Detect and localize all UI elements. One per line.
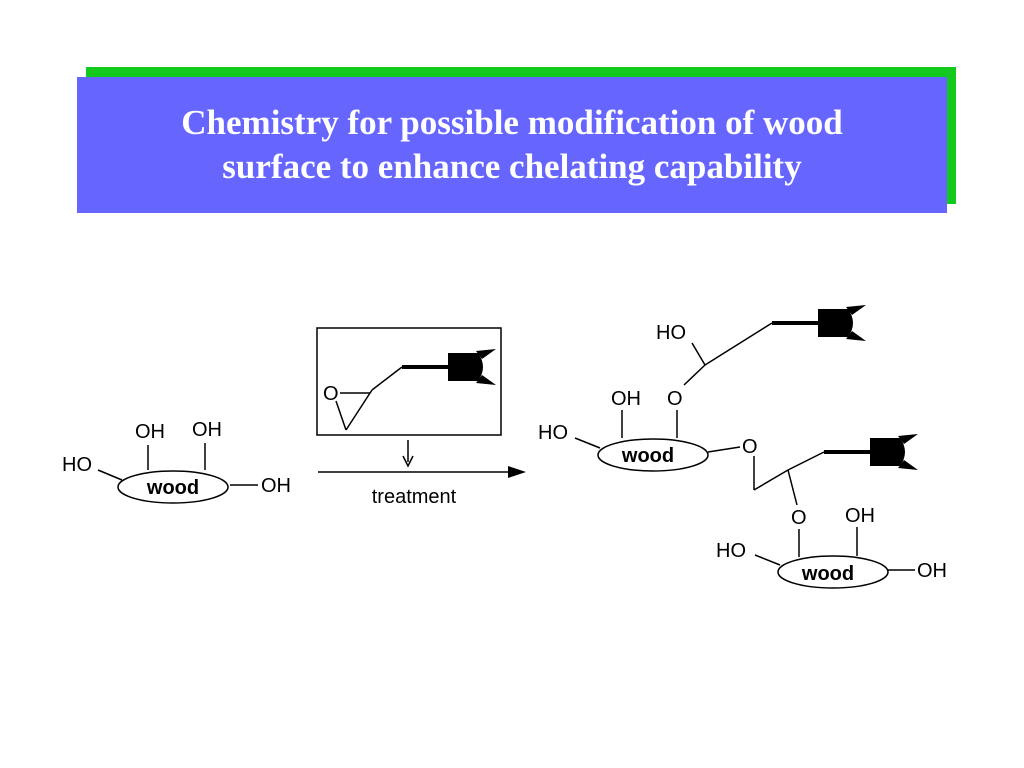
chelator-icon xyxy=(870,434,918,470)
bond xyxy=(704,322,773,366)
arrow-label: treatment xyxy=(372,486,457,508)
chelator-icon xyxy=(448,349,496,385)
bond xyxy=(754,554,781,566)
wood-ellipse xyxy=(597,438,709,472)
product-bottom-wood: wood HO OH OH xyxy=(716,505,947,589)
chelator-icon xyxy=(818,305,866,341)
slide-title: Chemistry for possible modification of w… xyxy=(181,103,843,186)
epoxide-oxygen-label: O xyxy=(323,383,339,405)
wood-label: wood xyxy=(621,445,674,467)
hydroxyl-label: HO xyxy=(62,454,92,476)
bond xyxy=(371,366,403,391)
reactant-wood: wood HO OH OH OH xyxy=(62,419,291,504)
bond xyxy=(691,342,706,366)
hydroxyl-label: OH xyxy=(611,388,641,410)
hydroxyl-label: OH xyxy=(135,421,165,443)
product-bridge: O O xyxy=(707,434,918,557)
hydroxyl-label: HO xyxy=(716,540,746,562)
wood-ellipse xyxy=(117,470,229,504)
ether-oxygen-label: O xyxy=(667,388,683,410)
hydroxyl-label: HO xyxy=(656,322,686,344)
bridge-oxygen-label: O xyxy=(742,436,758,458)
bond xyxy=(97,469,123,481)
bond xyxy=(707,446,741,453)
bond xyxy=(787,469,798,506)
bond xyxy=(787,451,825,471)
hydroxyl-label: OH xyxy=(845,505,875,527)
bond xyxy=(683,364,706,386)
addition-arrowhead xyxy=(402,455,414,468)
reaction-arrowhead xyxy=(508,466,526,478)
lower-oxygen-label: O xyxy=(791,507,807,529)
wood-ellipse xyxy=(777,555,889,589)
reagent-box: O xyxy=(316,327,502,436)
hydroxyl-label: OH xyxy=(192,419,222,441)
bond xyxy=(335,400,347,431)
title-banner: Chemistry for possible modification of w… xyxy=(77,77,947,213)
bond xyxy=(753,469,789,491)
hydroxyl-label: HO xyxy=(538,422,568,444)
bond xyxy=(574,437,601,449)
hydroxyl-label: OH xyxy=(917,560,947,582)
bond xyxy=(345,389,373,431)
hydroxyl-label: OH xyxy=(261,475,291,497)
wood-label: wood xyxy=(146,477,199,499)
product-top-wood: wood HO OH O HO xyxy=(538,305,866,472)
wood-label: wood xyxy=(801,563,854,585)
